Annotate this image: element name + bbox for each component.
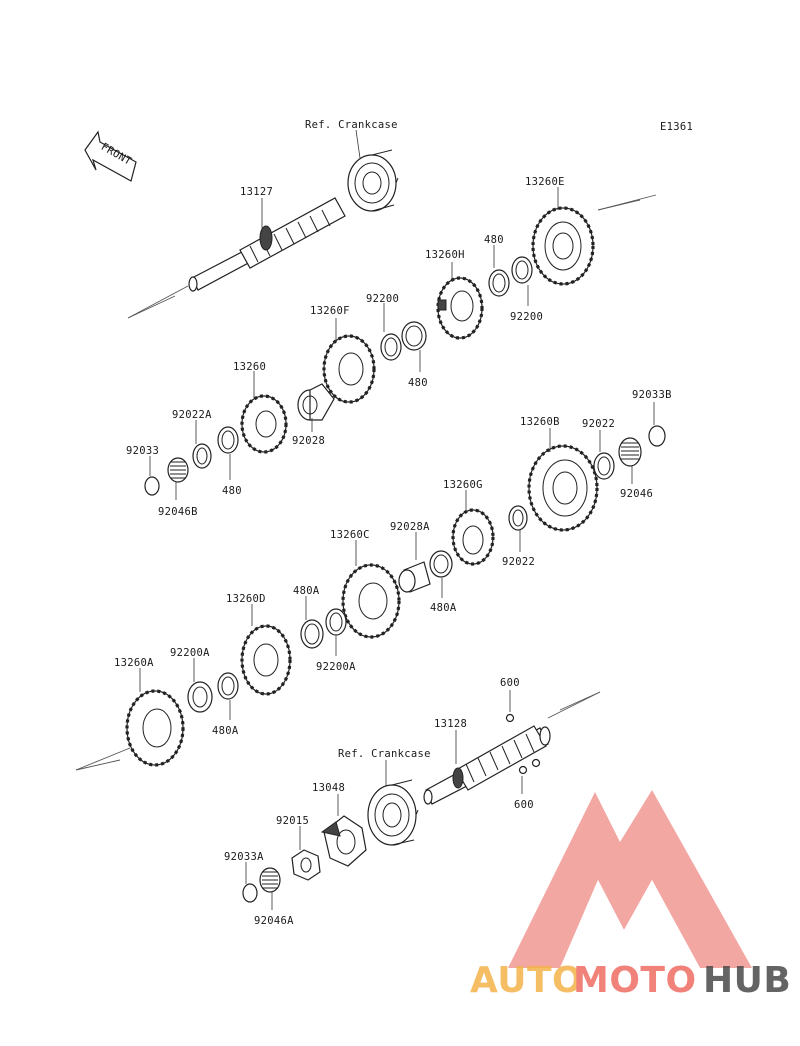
gear-13260A [125, 689, 185, 767]
gear-13260C [341, 563, 401, 639]
circlip-480A-bottom [217, 672, 239, 700]
shaft-13127 [188, 197, 346, 292]
automotohub-logo [508, 790, 752, 968]
bushing-92028A [398, 561, 431, 593]
label-13260A: 13260A [114, 657, 154, 669]
label-13260D: 13260D [226, 593, 266, 605]
gear-13260F [322, 334, 376, 404]
label-13128: 13128 [434, 718, 467, 730]
label-92046B: 92046B [158, 506, 198, 518]
label-92200A-lower: 92200A [316, 661, 356, 673]
circlip-480-mid [401, 321, 427, 351]
gear-13260D [240, 624, 292, 696]
shaft-13128 [423, 725, 551, 805]
label-92033A: 92033A [224, 851, 264, 863]
label-480-left: 480 [222, 485, 242, 497]
gear-13260B [527, 444, 599, 532]
needle-bearing-92046 [618, 437, 642, 467]
label-13260: 13260 [233, 361, 266, 373]
label-13260G: 13260G [443, 479, 483, 491]
washer-92022-upper [593, 452, 615, 480]
automotohub-wordmark: AUTO MOTO HUB [470, 960, 791, 1001]
label-ref-crankcase-upper: Ref. Crankcase [305, 119, 398, 131]
gear-13260E [531, 206, 595, 286]
label-480A-top: 480A [293, 585, 320, 597]
label-92015: 92015 [276, 815, 309, 827]
circlip-92033B [648, 425, 666, 447]
label-92028A: 92028A [390, 521, 430, 533]
balls-600-lower [518, 758, 541, 775]
crankcase-bearing-upper [347, 149, 399, 212]
label-480A-right: 480A [430, 602, 457, 614]
label-600-lower: 600 [514, 799, 534, 811]
wordmark-hub: HUB [703, 960, 791, 1001]
wordmark-moto: MOTO [573, 960, 697, 1001]
circlip-92033 [144, 476, 160, 496]
nut-92015 [291, 849, 321, 881]
bushing-92028 [297, 383, 335, 421]
circlip-480A-right [429, 550, 453, 578]
washer-92200-right [511, 256, 533, 284]
label-92022-lower: 92022 [502, 556, 535, 568]
label-13048: 13048 [312, 782, 345, 794]
washer-92022-lower [508, 505, 528, 531]
gear-13260 [240, 394, 288, 454]
gear-13260H [436, 276, 484, 340]
washer-92022A [192, 443, 212, 469]
label-480-upper: 480 [484, 234, 504, 246]
label-600-upper: 600 [500, 677, 520, 689]
cam-13048 [320, 815, 367, 867]
label-92022A: 92022A [172, 409, 212, 421]
label-92046: 92046 [620, 488, 653, 500]
label-ref-crankcase-lower: Ref. Crankcase [338, 748, 431, 760]
label-13260H: 13260H [425, 249, 465, 261]
label-480A-bottom: 480A [212, 725, 239, 737]
label-92033: 92033 [126, 445, 159, 457]
label-13260B: 13260B [520, 416, 560, 428]
needle-bearing-92046A [259, 867, 281, 893]
circlip-480-left [217, 426, 239, 454]
label-92200-upper: 92200 [366, 293, 399, 305]
circlip-480A-top [300, 619, 324, 649]
front-arrow-icon: FRONT [84, 130, 137, 182]
label-92046A: 92046A [254, 915, 294, 927]
washer-92200A-lower [325, 608, 347, 636]
label-13260E: 13260E [525, 176, 565, 188]
label-92200-right: 92200 [510, 311, 543, 323]
washer-92200A-left [187, 681, 213, 713]
washer-92200-upper [380, 333, 402, 361]
wordmark-auto: AUTO [470, 960, 583, 1001]
label-92022-upper: 92022 [582, 418, 615, 430]
label-13127: 13127 [240, 186, 273, 198]
circlip-480-upper [488, 269, 510, 297]
crankcase-bearing-lower [367, 779, 419, 846]
label-13260C: 13260C [330, 529, 370, 541]
needle-bearing-92046B [167, 457, 189, 483]
label-480-mid: 480 [408, 377, 428, 389]
assembly-axes [75, 194, 657, 771]
label-92028: 92028 [292, 435, 325, 447]
diagram-code: E1361 [660, 121, 693, 133]
label-13260F: 13260F [310, 305, 350, 317]
circlip-92033A [242, 883, 258, 903]
label-92033B: 92033B [632, 389, 672, 401]
ball-600-upper [505, 713, 515, 723]
label-92200A-left: 92200A [170, 647, 210, 659]
gear-13260G [451, 508, 495, 566]
